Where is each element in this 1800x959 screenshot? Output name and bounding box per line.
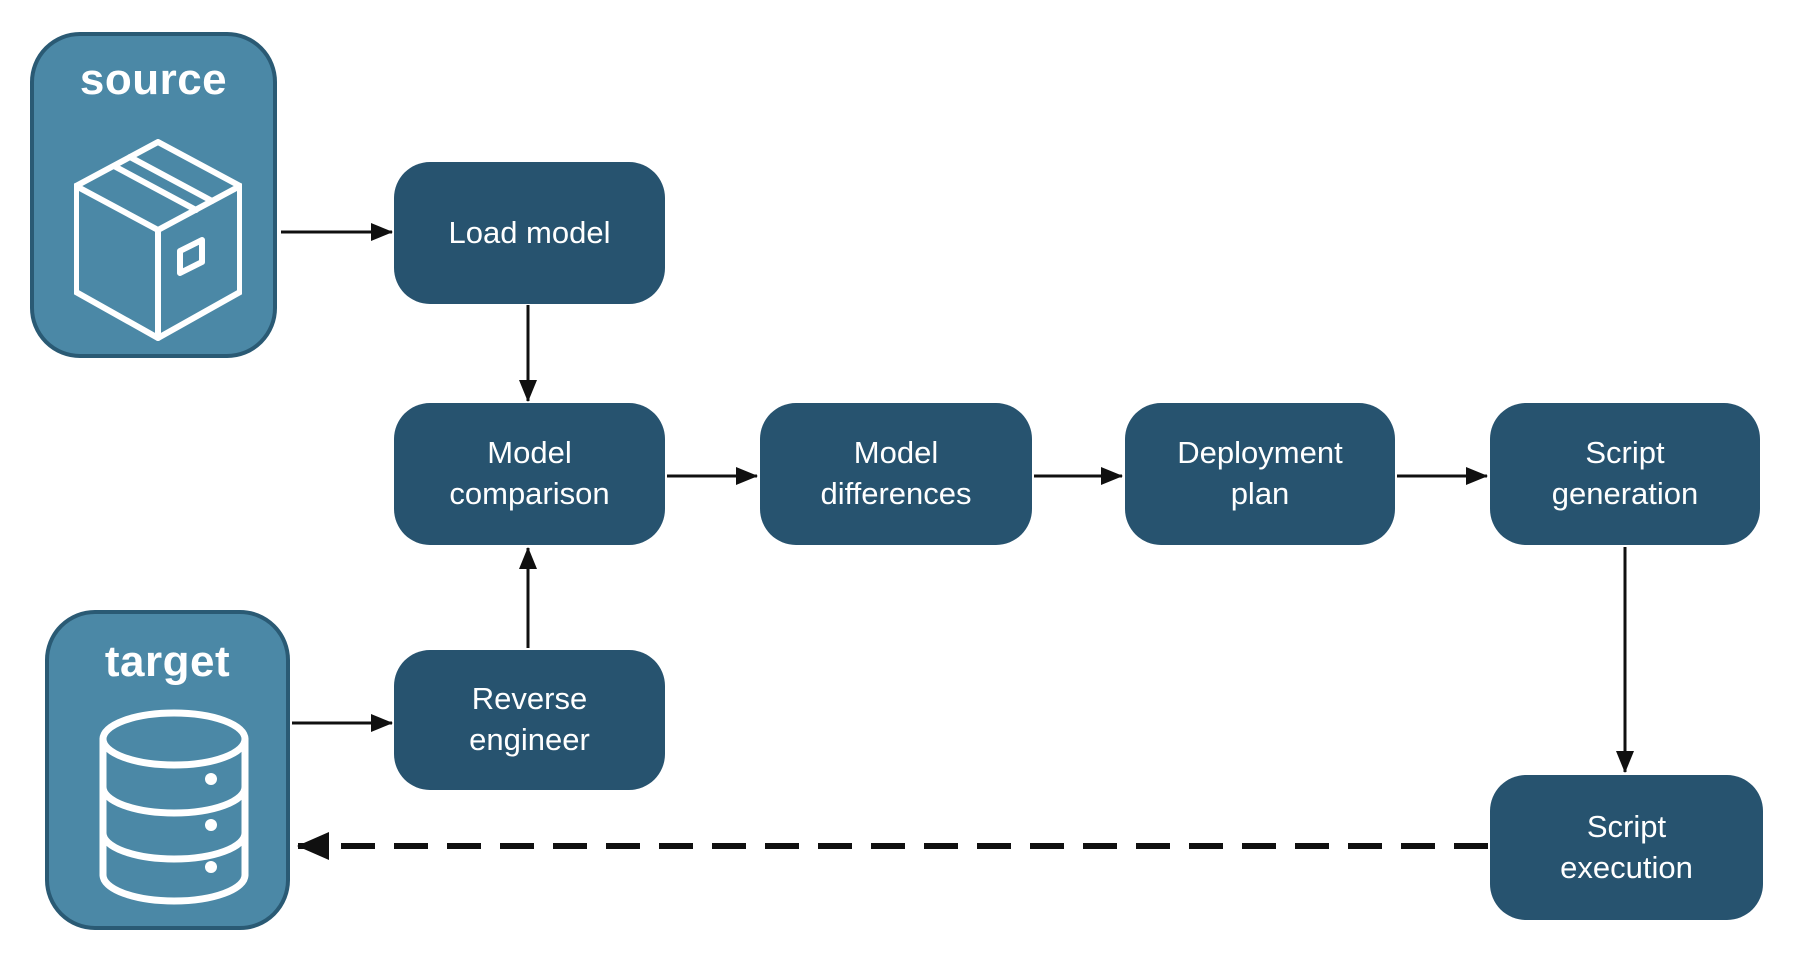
node-reverse-engineer: Reverse engineer	[394, 650, 665, 790]
node-model-comparison: Model comparison	[394, 403, 665, 545]
node-load-model-label: Load model	[448, 214, 611, 250]
node-reverse-engineer-label: Reverse engineer	[469, 681, 590, 757]
node-model-differences: Model differences	[760, 403, 1032, 545]
node-script-execution-label: Script execution	[1560, 808, 1693, 885]
node-model-differences-label: Model differences	[820, 435, 972, 511]
node-model-comparison-label: Model comparison	[449, 435, 610, 511]
target-panel: target	[45, 610, 290, 930]
node-load-model: Load model	[394, 162, 665, 304]
package-icon	[74, 139, 242, 341]
database-icon	[99, 709, 249, 905]
node-script-generation: Script generation	[1490, 403, 1760, 545]
node-script-generation-label: Script generation	[1551, 435, 1699, 511]
node-deployment-plan: Deployment plan	[1125, 403, 1395, 545]
node-script-execution: Script execution	[1490, 775, 1763, 920]
source-panel: source	[30, 32, 277, 358]
target-panel-title: target	[104, 637, 231, 686]
source-panel-title: source	[79, 55, 228, 104]
node-deployment-plan-label: Deployment plan	[1177, 435, 1343, 511]
